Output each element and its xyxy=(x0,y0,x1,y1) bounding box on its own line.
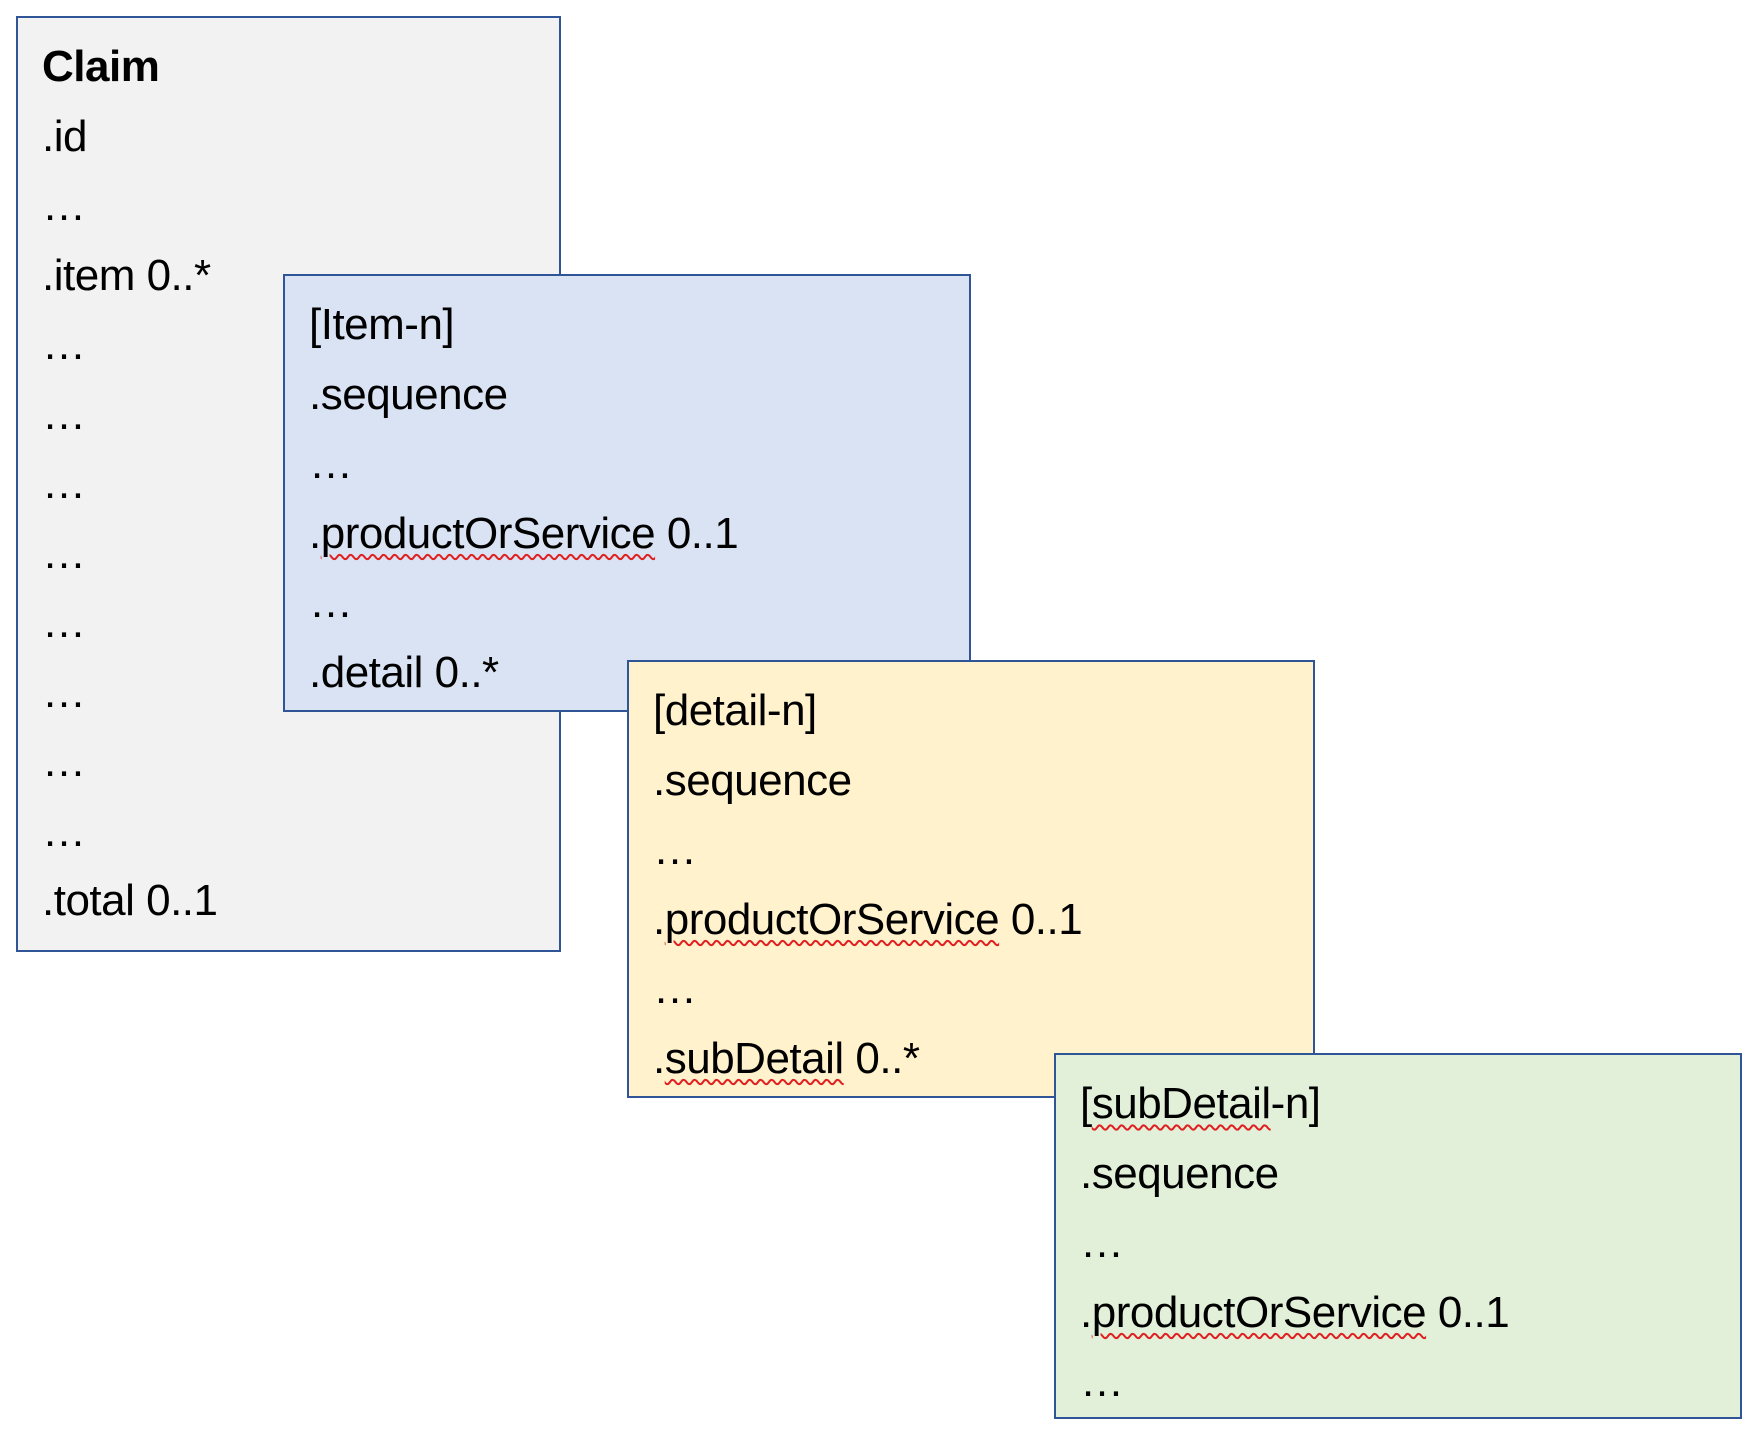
field-line: … xyxy=(42,389,86,439)
field-line: … xyxy=(42,320,86,369)
item-box: [Item-n].sequence….productOrService 0..1… xyxy=(283,274,971,712)
field-text: -n] xyxy=(1270,1079,1321,1128)
field-line: [subDetail-n] xyxy=(1080,1069,1740,1139)
spellcheck-word: subDetail xyxy=(1091,1079,1271,1128)
field-text: . xyxy=(309,508,321,558)
field-text: [ xyxy=(1080,1079,1092,1128)
spellcheck-word: subDetail xyxy=(664,1033,844,1083)
field-line: … xyxy=(42,737,86,786)
field-line: .productOrService 0..1 xyxy=(653,885,1313,955)
field-line: .id xyxy=(42,111,87,161)
field-line: … xyxy=(309,439,353,488)
field-line: .sequence xyxy=(309,369,508,419)
field-line: [detail-n] xyxy=(653,686,817,735)
spellcheck-word: productOrService xyxy=(664,894,1000,944)
field-line: .item 0..* xyxy=(42,250,211,300)
field-line: … xyxy=(309,578,353,627)
field-line: .total 0..1 xyxy=(42,876,218,925)
detail-box: [detail-n].sequence….productOrService 0.… xyxy=(627,660,1315,1098)
field-line: .productOrService 0..1 xyxy=(1080,1278,1740,1348)
field-line: .detail 0..* xyxy=(309,647,499,697)
field-line: .sequence xyxy=(653,755,852,805)
field-line: … xyxy=(1080,1218,1124,1267)
field-text: . xyxy=(1080,1287,1092,1337)
field-text: 0..* xyxy=(843,1033,920,1083)
field-line: .sequence xyxy=(1080,1148,1279,1198)
field-line: … xyxy=(42,806,86,856)
field-line: … xyxy=(42,667,86,717)
field-line: .subDetail 0..* xyxy=(653,1024,1313,1094)
field-text: 0..1 xyxy=(1426,1287,1510,1337)
field-line: [Item-n] xyxy=(309,300,455,349)
field-text: 0..1 xyxy=(655,508,739,558)
field-line: … xyxy=(42,528,86,578)
field-text: . xyxy=(653,894,665,944)
field-text: . xyxy=(653,1033,665,1083)
field-line: … xyxy=(42,459,86,508)
subdetail-box: [subDetail-n].sequence….productOrService… xyxy=(1054,1053,1742,1419)
field-line: .productOrService 0..1 xyxy=(309,499,969,569)
spellcheck-word: productOrService xyxy=(320,508,656,558)
field-line: … xyxy=(1080,1357,1124,1406)
field-line: … xyxy=(42,598,86,647)
field-line: … xyxy=(653,825,697,874)
box-title: Claim xyxy=(42,42,160,91)
field-line: … xyxy=(653,964,697,1013)
spellcheck-word: productOrService xyxy=(1091,1287,1427,1337)
field-text: 0..1 xyxy=(999,894,1083,944)
field-line: … xyxy=(42,181,86,230)
